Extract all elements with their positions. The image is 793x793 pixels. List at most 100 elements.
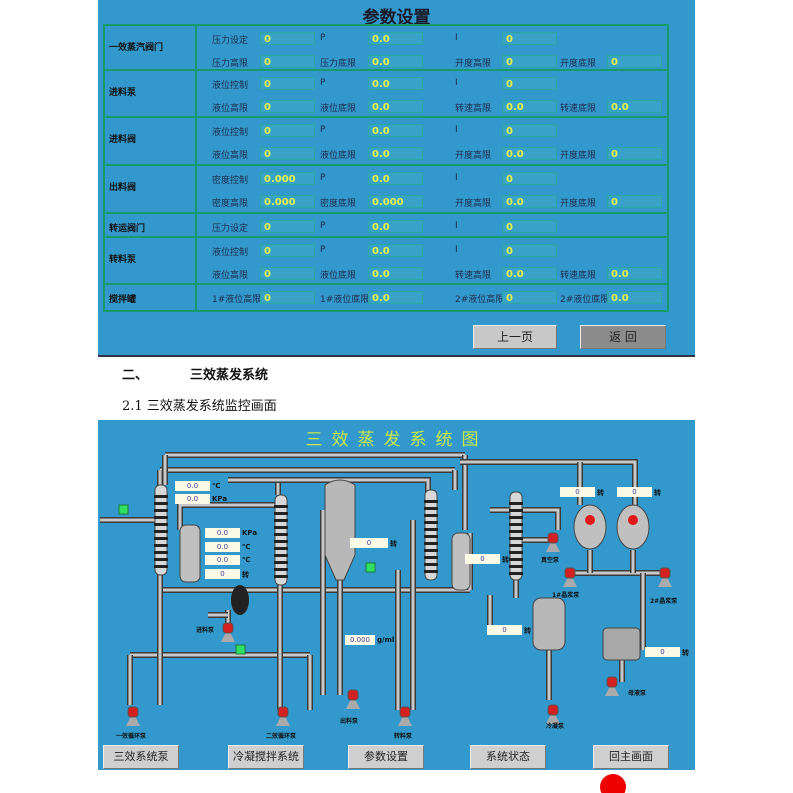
field-value-input[interactable]: 0.0 xyxy=(368,172,423,185)
field-value-input[interactable]: 0 xyxy=(502,244,557,257)
field-value-input[interactable]: 0 xyxy=(502,32,557,45)
column-ring xyxy=(509,544,523,547)
field-value-input[interactable]: 0.0 xyxy=(368,147,423,160)
field-value-input[interactable]: 0 xyxy=(607,195,662,208)
field-value-input[interactable]: 0.0 xyxy=(607,291,662,304)
column-ring xyxy=(424,507,438,510)
column-ring xyxy=(424,528,438,531)
field-value-input[interactable]: 0.000 xyxy=(368,195,423,208)
field-value-input[interactable]: 0 xyxy=(260,100,315,113)
field-value-input[interactable]: 0.0 xyxy=(368,55,423,68)
field-value-input[interactable]: 0 xyxy=(502,220,557,233)
field-label: 开度底限 xyxy=(560,151,597,161)
field-label: 1#液位底限 xyxy=(320,295,370,305)
reading-value: 0.0 xyxy=(175,481,210,491)
column-ring xyxy=(424,500,438,503)
field-label: 液位高限 xyxy=(212,151,249,161)
column-ring xyxy=(274,575,288,578)
field-value-input[interactable]: 0 xyxy=(607,147,662,160)
column-ring xyxy=(154,509,168,512)
first-effect-separator xyxy=(179,524,201,583)
back-button[interactable]: 返 回 xyxy=(580,325,666,349)
field-value-input[interactable]: 0.0 xyxy=(368,220,423,233)
field-value-input[interactable]: 0.0 xyxy=(368,32,423,45)
field-value-input[interactable]: 0 xyxy=(502,124,557,137)
field-value-input[interactable]: 0 xyxy=(260,77,315,90)
column-ring xyxy=(424,549,438,552)
field-value-input[interactable]: 0 xyxy=(502,172,557,185)
field-label: 2#液位高限 xyxy=(455,295,505,305)
pump-label: 出料泵 xyxy=(340,718,359,725)
field-label: 压力设定 xyxy=(212,36,249,46)
divider xyxy=(195,26,197,71)
reading-unit: 转 xyxy=(524,627,531,635)
reading-unit: KPa xyxy=(242,529,258,537)
parameter-settings-button[interactable]: 参数设置 xyxy=(348,745,424,769)
field-value-input[interactable]: 0.0 xyxy=(502,100,557,113)
condense-stir-system-button[interactable]: 冷凝搅拌系统 xyxy=(228,745,304,769)
crystallizer-tank-1 xyxy=(573,504,607,550)
valve-icon xyxy=(118,504,129,515)
column-ring xyxy=(154,495,168,498)
field-label: P xyxy=(320,78,326,88)
field-label: P xyxy=(320,221,326,231)
column-ring xyxy=(274,512,288,515)
field-value-input[interactable]: 0.0 xyxy=(607,100,662,113)
column-ring xyxy=(274,547,288,550)
field-label: 开度高限 xyxy=(455,151,492,161)
subsection-title: 2.1 三效蒸发系统监控画面 xyxy=(122,399,277,414)
main-screen-button[interactable]: 回主画面 xyxy=(593,745,669,769)
divider xyxy=(195,71,197,118)
field-value-input[interactable]: 0 xyxy=(502,77,557,90)
column-ring xyxy=(509,565,523,568)
field-value-input[interactable]: 0 xyxy=(260,55,315,68)
field-value-input[interactable]: 0 xyxy=(260,220,315,233)
field-value-input[interactable]: 0 xyxy=(502,291,557,304)
reading-value: 0 xyxy=(350,538,388,548)
field-value-input[interactable]: 0 xyxy=(260,244,315,257)
pump-icon xyxy=(564,567,576,579)
field-label: P xyxy=(320,33,326,43)
column-ring xyxy=(274,526,288,529)
field-value-input[interactable]: 0.0 xyxy=(368,267,423,280)
column-ring xyxy=(274,533,288,536)
field-value-input[interactable]: 0.0 xyxy=(502,267,557,280)
pump-label: 母液泵 xyxy=(628,690,647,697)
field-value-input[interactable]: 0.0 xyxy=(368,77,423,90)
field-value-input[interactable]: 0.000 xyxy=(260,195,315,208)
field-value-input[interactable]: 0.0 xyxy=(368,100,423,113)
field-value-input[interactable]: 0 xyxy=(260,124,315,137)
field-value-input[interactable]: 0 xyxy=(260,291,315,304)
column-ring xyxy=(274,519,288,522)
field-value-input[interactable]: 0.0 xyxy=(368,124,423,137)
field-value-input[interactable]: 0.0 xyxy=(368,291,423,304)
column-ring xyxy=(154,565,168,568)
pump-icon xyxy=(606,676,618,688)
three-effect-pumps-button[interactable]: 三效系统泵 xyxy=(103,745,179,769)
system-status-button[interactable]: 系统状态 xyxy=(470,745,546,769)
reading-unit: 转 xyxy=(242,571,249,579)
field-value-input[interactable]: 0.0 xyxy=(502,147,557,160)
column-ring xyxy=(154,502,168,505)
field-value-input[interactable]: 0.000 xyxy=(260,172,315,185)
field-label: 转速高限 xyxy=(455,271,492,281)
pump-label: 冷凝泵 xyxy=(546,723,565,730)
field-value-input[interactable]: 0.0 xyxy=(502,195,557,208)
field-value-input[interactable]: 0 xyxy=(260,147,315,160)
field-value-input[interactable]: 0 xyxy=(260,267,315,280)
pump-base xyxy=(276,716,290,726)
field-label: I xyxy=(455,33,458,43)
reading-unit: KPa xyxy=(212,495,228,503)
prev-page-button[interactable]: 上一页 xyxy=(473,325,557,349)
field-value-input[interactable]: 0.0 xyxy=(368,244,423,257)
field-value-input[interactable]: 0.0 xyxy=(607,267,662,280)
pump-base xyxy=(605,686,619,696)
field-value-input[interactable]: 0 xyxy=(607,55,662,68)
field-label: 液位控制 xyxy=(212,248,249,258)
pump-icon xyxy=(127,706,139,718)
field-label: P xyxy=(320,245,326,255)
reading-value: 0.000 xyxy=(345,635,375,645)
field-value-input[interactable]: 0 xyxy=(260,32,315,45)
field-value-input[interactable]: 0 xyxy=(502,55,557,68)
